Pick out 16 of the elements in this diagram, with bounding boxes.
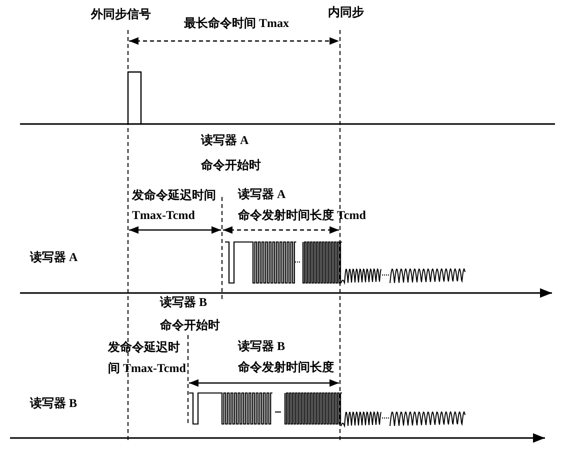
reader-label: 读写器 B xyxy=(160,294,208,311)
signal-label: 外同步信号 xyxy=(91,6,151,23)
row-label: 读写器 A xyxy=(30,249,78,266)
duration-label: 命令发射时间长度 xyxy=(238,359,334,376)
formula-label: Tmax-Tcmd xyxy=(132,207,195,224)
reader-label: 读写器 A xyxy=(238,186,286,203)
reader-label: 读写器 B xyxy=(238,338,286,355)
row-label: 读写器 B xyxy=(30,395,78,412)
reader-label: 读写器 A xyxy=(201,132,249,149)
duration-label: 最长命令时间 Tmax xyxy=(184,15,289,32)
event-label: 命令开始时 xyxy=(201,157,261,174)
delay-label: 发命令延迟时间 xyxy=(132,187,216,204)
delay-label: 发命令延迟时间 Tmax-Tcmd xyxy=(108,339,187,377)
duration-label: 命令发射时间长度 Tcmd xyxy=(238,207,366,224)
signal-label: 内同步 xyxy=(328,4,364,21)
event-label: 命令开始时 xyxy=(160,317,220,334)
